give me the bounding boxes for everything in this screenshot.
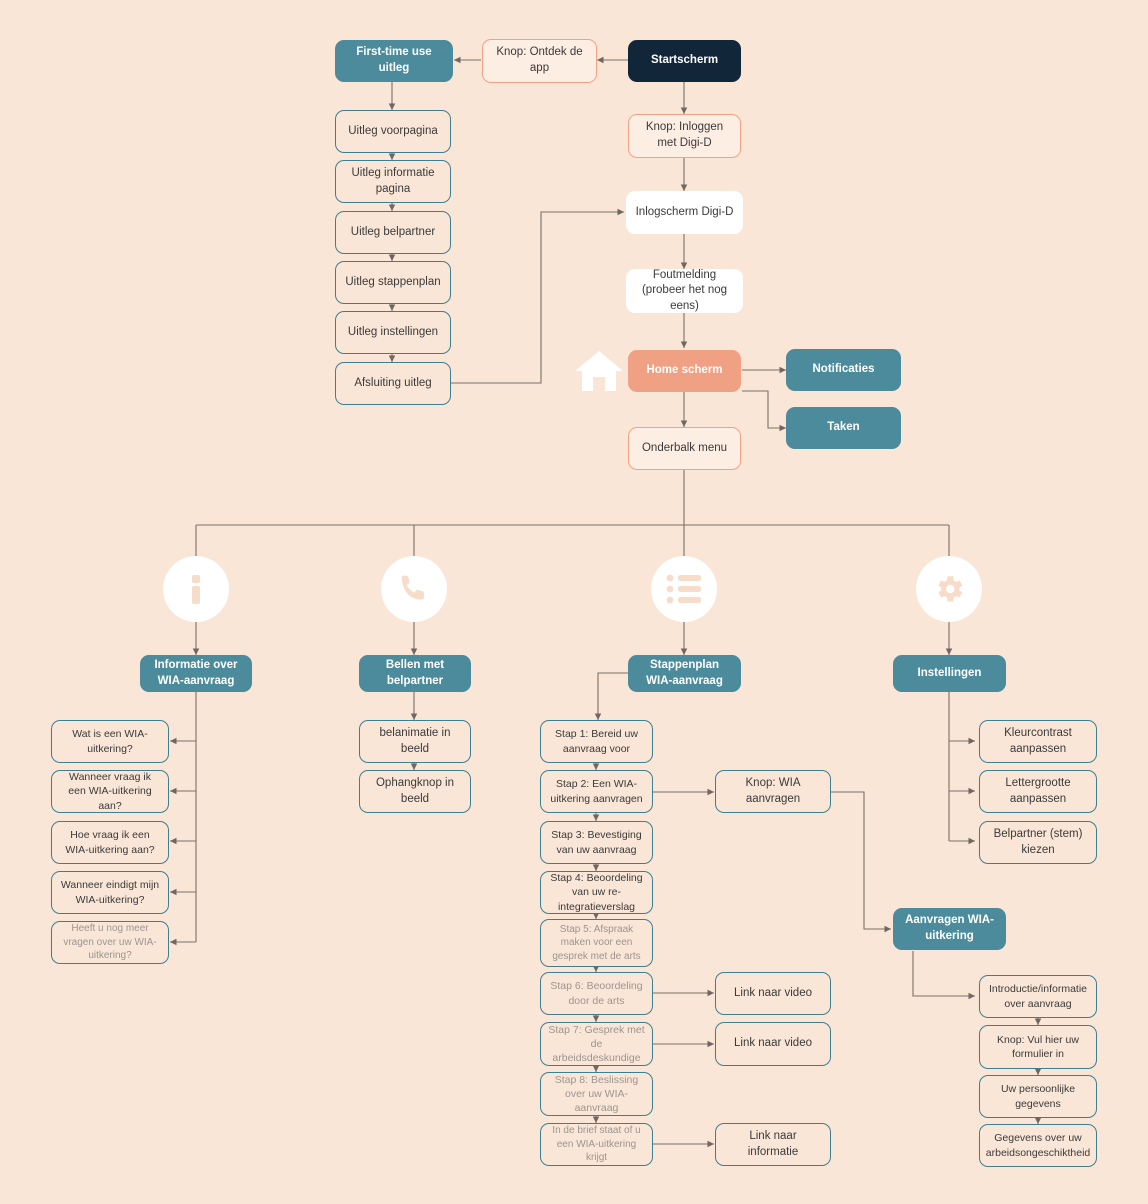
node-kleurcontrast-aanpassen[interactable]: Kleurcontrast aanpassen [979, 720, 1097, 763]
node-vraag-wanneer-eindigt[interactable]: Wanneer eindigt mijn WIA-uitkering? [51, 871, 169, 914]
node-vraag-wanneer-aanvragen[interactable]: Wanneer vraag ik een WIA-uitkering aan? [51, 770, 169, 813]
gear-icon-circle[interactable] [916, 556, 982, 622]
node-in-de-brief[interactable]: In de brief staat of u een WIA-uitkering… [540, 1123, 653, 1166]
node-stap-5[interactable]: Stap 5: Afspraak maken voor een gesprek … [540, 919, 653, 967]
node-uitleg-informatie-pagina[interactable]: Uitleg informatie pagina [335, 160, 451, 203]
node-link-naar-video-2[interactable]: Link naar video [715, 1022, 831, 1066]
node-knop-inloggen-digid[interactable]: Knop: Inloggen met Digi-D [628, 114, 741, 158]
node-notificaties[interactable]: Notificaties [786, 349, 901, 391]
node-vraag-meer-vragen[interactable]: Heeft u nog meer vragen over uw WIA-uitk… [51, 921, 169, 964]
node-stap-4[interactable]: Stap 4: Beoordeling van uw re-integratie… [540, 871, 653, 914]
node-link-naar-video-1[interactable]: Link naar video [715, 972, 831, 1015]
node-uitleg-belpartner[interactable]: Uitleg belpartner [335, 211, 451, 254]
node-stap-3[interactable]: Stap 3: Bevestiging van uw aanvraag [540, 821, 653, 864]
node-uitleg-stappenplan[interactable]: Uitleg stappenplan [335, 261, 451, 304]
node-stap-2[interactable]: Stap 2: Een WIA-uitkering aanvragen [540, 770, 653, 813]
node-link-naar-informatie[interactable]: Link naar informatie [715, 1123, 831, 1166]
node-knop-wia-aanvragen[interactable]: Knop: WIA aanvragen [715, 770, 831, 813]
node-afsluiting-uitleg[interactable]: Afsluiting uitleg [335, 362, 451, 405]
node-first-time-use-uitleg[interactable]: First-time use uitleg [335, 40, 453, 82]
node-stap-7[interactable]: Stap 7: Gesprek met de arbeidsdeskundige [540, 1022, 653, 1066]
node-stap-1[interactable]: Stap 1: Bereid uw aanvraag voor [540, 720, 653, 763]
node-introductie-informatie[interactable]: Introductie/informatie over aanvraag [979, 975, 1097, 1018]
info-icon [192, 575, 200, 604]
node-taken[interactable]: Taken [786, 407, 901, 449]
node-lettergrootte-aanpassen[interactable]: Lettergrootte aanpassen [979, 770, 1097, 813]
node-uitleg-instellingen[interactable]: Uitleg instellingen [335, 311, 451, 354]
node-vraag-hoe-aanvragen[interactable]: Hoe vraag ik een WIA-uitkering aan? [51, 821, 169, 864]
list-icon [666, 574, 701, 604]
node-bellen-met-belpartner[interactable]: Bellen met belpartner [359, 655, 471, 692]
node-stap-6[interactable]: Stap 6: Beoordeling door de arts [540, 972, 653, 1015]
node-onderbalk-menu[interactable]: Onderbalk menu [628, 427, 741, 470]
node-gegevens-arbeidsongeschiktheid[interactable]: Gegevens over uw arbeidsongeschiktheid [979, 1124, 1097, 1167]
node-stap-8[interactable]: Stap 8: Beslissing over uw WIA-aanvraag [540, 1072, 653, 1116]
node-belpartner-stem-kiezen[interactable]: Belpartner (stem) kiezen [979, 821, 1097, 864]
node-startscherm[interactable]: Startscherm [628, 40, 741, 82]
list-icon-circle[interactable] [651, 556, 717, 622]
node-instellingen[interactable]: Instellingen [893, 655, 1006, 692]
node-foutmelding[interactable]: Foutmelding (probeer het nog eens) [626, 269, 743, 313]
node-aanvragen-wia-uitkering[interactable]: Aanvragen WIA-uitkering [893, 908, 1006, 950]
node-stappenplan-wia-aanvraag[interactable]: Stappenplan WIA-aanvraag [628, 655, 741, 692]
node-informatie-over-wia-aanvraag[interactable]: Informatie over WIA-aanvraag [140, 655, 252, 692]
node-knop-ontdek-de-app[interactable]: Knop: Ontdek de app [482, 39, 597, 83]
node-vraag-wat-is-wia[interactable]: Wat is een WIA-uitkering? [51, 720, 169, 763]
node-inlogscherm-digid[interactable]: Inlogscherm Digi-D [626, 191, 743, 234]
node-home-scherm[interactable]: Home scherm [628, 350, 741, 392]
phone-icon-circle[interactable] [381, 556, 447, 622]
node-knop-vul-formulier[interactable]: Knop: Vul hier uw formulier in [979, 1025, 1097, 1069]
node-belanimatie-in-beeld[interactable]: belanimatie in beeld [359, 720, 471, 763]
home-icon [574, 350, 624, 392]
node-ophangknop-in-beeld[interactable]: Ophangknop in beeld [359, 770, 471, 813]
node-uw-persoonlijke-gegevens[interactable]: Uw persoonlijke gegevens [979, 1075, 1097, 1118]
info-icon-circle[interactable] [163, 556, 229, 622]
phone-icon [401, 575, 424, 600]
node-uitleg-voorpagina[interactable]: Uitleg voorpagina [335, 110, 451, 153]
gear-icon [938, 576, 963, 602]
